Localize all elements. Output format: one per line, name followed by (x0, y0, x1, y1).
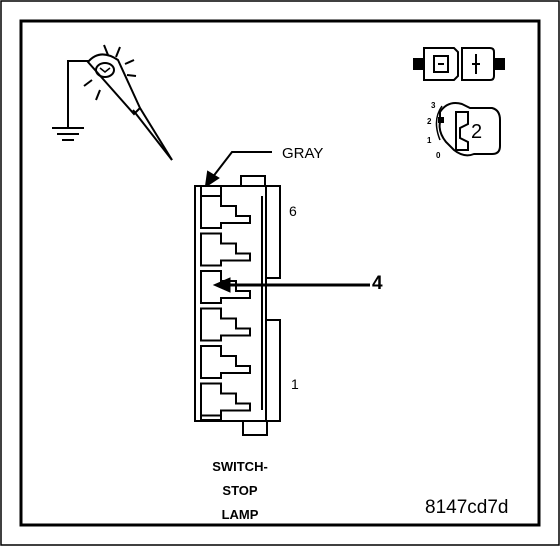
pin-1-label: 1 (291, 376, 299, 392)
figure-id: 8147cd7d (425, 497, 509, 518)
view-level-1: 1 (427, 136, 432, 145)
view-level-2: 2 (427, 117, 432, 126)
cavity-1 (200, 382, 251, 417)
wire-color-label: GRAY (282, 145, 324, 162)
test-light-probe-icon (52, 44, 173, 161)
connector-cavities (200, 195, 251, 417)
cavity-3 (200, 307, 251, 342)
component-caption: SWITCH- STOP LAMP (190, 455, 290, 527)
connector-view-icon (435, 102, 501, 157)
inner-border (19, 19, 541, 527)
gray-wire-leader (204, 151, 272, 189)
caption-line-1: SWITCH- (212, 459, 268, 474)
view-level-3: 3 (431, 101, 436, 110)
cavity-6 (200, 195, 251, 229)
callout-4-label: 4 (372, 273, 383, 294)
caption-line-2: STOP (222, 483, 258, 498)
cavity-5 (200, 232, 251, 267)
view-level-0: 0 (436, 151, 441, 160)
connector-number-label: 2 (471, 121, 483, 143)
pin-6-label: 6 (289, 203, 297, 219)
connector-pair-icon (413, 47, 505, 81)
cavity-2 (200, 345, 251, 379)
caption-line-3: LAMP (221, 507, 259, 522)
callout-4-arrow (212, 277, 370, 293)
